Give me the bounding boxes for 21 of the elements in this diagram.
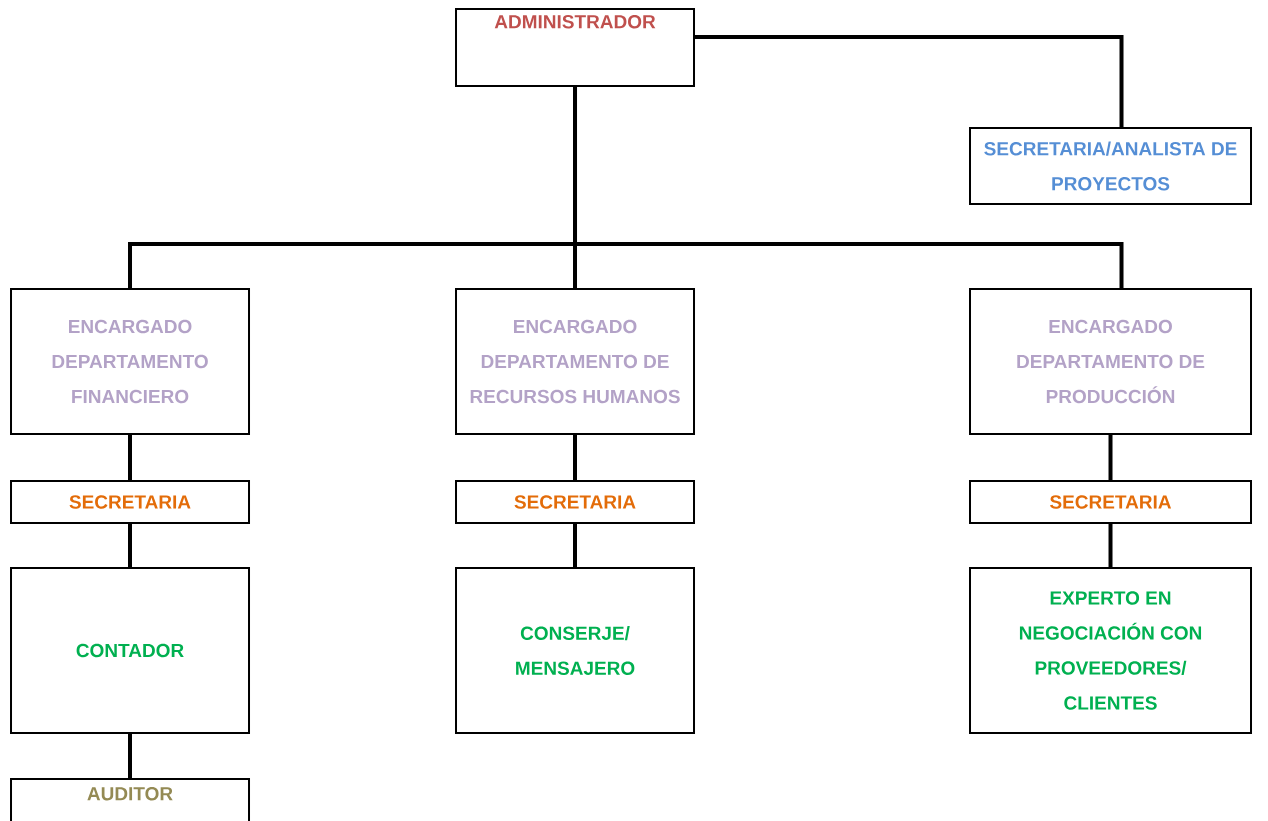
connector-line — [573, 524, 577, 567]
org-box: SECRETARIA — [969, 480, 1252, 524]
org-box: CONTADOR — [10, 567, 250, 734]
org-box: ENCARGADO DEPARTAMENTO DE RECURSOS HUMANOS — [455, 288, 695, 435]
org-box: SECRETARIA/ANALISTA DE PROYECTOS — [969, 127, 1252, 205]
connector-line — [128, 524, 132, 567]
org-box: CONSERJE/ MENSAJERO — [455, 567, 695, 734]
connector-line — [573, 435, 577, 480]
org-box: SECRETARIA — [10, 480, 250, 524]
connector-line — [128, 734, 132, 778]
org-box: ADMINISTRADOR — [455, 8, 695, 87]
connector-line — [573, 87, 1124, 288]
connector-line — [128, 435, 132, 480]
org-box: AUDITOR — [10, 778, 250, 821]
org-box: SECRETARIA — [455, 480, 695, 524]
connector-line — [1108, 435, 1113, 480]
org-box: EXPERTO EN NEGOCIACIÓN CON PROVEEDORES/ CLIENTES — [969, 567, 1252, 734]
connector-line — [695, 35, 1124, 127]
org-box: ENCARGADO DEPARTAMENTO DE PRODUCCIÓN — [969, 288, 1252, 435]
connector-line — [1108, 524, 1113, 567]
org-box: ENCARGADO DEPARTAMENTO FINANCIERO — [10, 288, 250, 435]
